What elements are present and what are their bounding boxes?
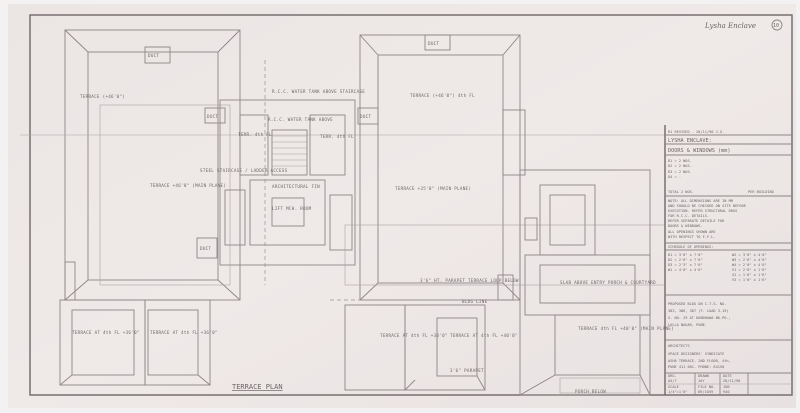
drawing-border (29, 14, 793, 396)
bldg-line-label: BLDG LINE (462, 299, 488, 304)
schedule-line: D4 = - (668, 175, 681, 179)
water-tank-label: R.C.C. WATER TANK ABOVE STAIRCASE (272, 89, 365, 94)
opening-line: D3 = 2'3" x 7'0" (668, 263, 703, 267)
drawn-value: JAY (698, 379, 705, 383)
note-line: ALL OPENINGS SHOWN ARE (668, 230, 716, 234)
signature: Lysha Enclave (704, 22, 756, 30)
title-block: R1 REVISED - 28/11/90 J.G. LYSHA ENCLAVE… (664, 125, 792, 395)
address-line: PUNE 411 001. PHONE: 64150 (668, 365, 724, 369)
scale-value: 1/4"=1'0" (668, 390, 687, 394)
firm-name: SPACE DESIGNERS' SYNDICATE (668, 352, 724, 356)
opening-line: V1 = 2'0" x 1'6" (732, 268, 767, 272)
date-value: 28/11/90 (723, 379, 740, 383)
note-line: REFER SEPARATE DETAILS FOR (668, 219, 725, 223)
duct-label: DUCT (360, 114, 371, 119)
drg-value: A5/7 (668, 379, 677, 383)
proposal-line: PROPOSED BLDG ON C.T.S. NO. (668, 302, 726, 306)
duct-label: DUCT (207, 114, 218, 119)
total-per-building: PER BUILDING (748, 190, 774, 194)
drawing-name: DOORS & WINDOWS (mm) (668, 148, 730, 154)
note-line: AND SHOULD BE CHECKED ON SITE BEFORE (668, 204, 746, 208)
arch-fin-label: ARCHITECTURAL FIN (272, 184, 320, 189)
terrace-bl1-label: TERRACE AT 4th FL +36'0" (72, 330, 140, 335)
plan-labels: DUCT DUCT DUCT DUCT DUCT TERRACE (+46'0"… (72, 19, 783, 394)
duct-label: DUCT (200, 246, 211, 251)
project-name: LYSHA ENCLAVE: (668, 138, 712, 144)
lift-room-label: LIFT MCH. ROOM (272, 206, 312, 211)
openings-title: SCHEDULE OF OPENINGS: (668, 245, 713, 249)
note-line: NOTE: ALL DIMENSIONS ARE IN MM (668, 199, 734, 203)
drawing-title: TERRACE PLAN (232, 383, 283, 391)
steel-stair-label: STEEL STAIRCASE / LADDER ACCESS (200, 168, 288, 173)
scale-label: SCALE (668, 385, 679, 389)
schedule-line: D2 = 2 NOS. (668, 164, 692, 168)
note-line: DOORS & WINDOWS. (668, 224, 703, 228)
schedule-line: D3 = 2 NOS. (668, 170, 692, 174)
architects-label: ARCHITECTS (668, 344, 690, 348)
parapet-top-label: 3'6" HT. PARAPET TERRACE LOOP BELOW (420, 278, 519, 283)
terrace-br-label: TERRACE 4th FL +40'0" (MAIN PLANE) (578, 326, 674, 331)
note-line: EXECUTION. REFER STRUCTURAL DRGS (668, 209, 737, 213)
job-label: JOB (723, 385, 730, 389)
left-wing (20, 29, 740, 386)
parapet-bottom-label: 3'6" PARAPET (450, 368, 484, 373)
note-line: WITH RESPECT TO F.F.L. (668, 235, 716, 239)
terrace-bc1-label: TERRACE AT 4th FL +30'0" (380, 333, 448, 338)
terrace-center-main-label: TERRACE +35'0" (MAIN PLANE) (395, 186, 471, 191)
job-value: 940 (723, 390, 730, 394)
proposal-line: S. NO. 29 AT KONDHAWA BK.PO., (668, 316, 731, 320)
file-label: FILE NO. (698, 385, 715, 389)
revision-note: R1 REVISED - 28/11/90 J.G. (668, 130, 724, 134)
sheet-number-circle (771, 19, 783, 31)
terrace-left-top-label: TERRACE (+46'0") (80, 94, 125, 99)
note-line: FOR R.C.C. DETAILS. (668, 214, 709, 218)
terr-right-label: TERR. 4th FL (320, 134, 354, 139)
opening-line: V2 = 1'6" x 1'6" (732, 273, 767, 277)
opening-line: V3 = 1'0" x 1'6" (732, 278, 767, 282)
porch-below-label: PORCH BELOW (575, 389, 606, 394)
file-value: 89/1059 (698, 390, 713, 394)
center-core (219, 60, 356, 285)
opening-line: W4 = 2'0" x 4'0" (732, 263, 767, 267)
date-label: DATE (723, 374, 732, 378)
drawn-label: DRAWN (698, 374, 709, 378)
drg-label: DRG. (668, 374, 677, 378)
slab-above-label: SLAB ABOVE ENTRY PORCH & COURTYARD (560, 280, 656, 285)
right-block (519, 169, 651, 396)
terrace-left-main-label: TERRACE +46'0" (MAIN PLANE) (150, 183, 226, 188)
water-tank-small-label: R.C.C. WATER TANK ABOVE (268, 117, 333, 122)
opening-line: W3 = 2'6" x 4'0" (732, 258, 767, 262)
terrace-right-top-label: TERRACE (+46'0") 4th FL (410, 93, 475, 98)
opening-line: D1 = 3'0" x 7'0" (668, 253, 703, 257)
terr-left-label: TERR. 4th FL (238, 132, 272, 137)
schedule-line: D1 = 2 NOS. (668, 159, 692, 163)
opening-line: W2 = 3'0" x 4'0" (732, 253, 767, 257)
duct-label: DUCT (428, 41, 439, 46)
total-count: TOTAL 2 NOS. (668, 190, 694, 194)
sheet-number: 10 (773, 23, 779, 29)
proposal-line: 383, 386, 387 (F. LOAD 3.19) (668, 309, 729, 313)
terrace-bc2-label: TERRACE AT 4th FL +40'0" (450, 333, 518, 338)
address-line: ASHA TERRACE, 2ND FLOOR, 4th, (668, 359, 731, 363)
opening-line: D2 = 2'6" x 7'0" (668, 258, 703, 262)
duct-label: DUCT (148, 53, 159, 58)
opening-line: W1 = 4'0" x 4'0" (668, 268, 703, 272)
proposal-line: LULLA NAGAR, PUNE. (668, 323, 707, 327)
terrace-bl2-label: TERRACE AT 4th FL +36'0" (150, 330, 218, 335)
